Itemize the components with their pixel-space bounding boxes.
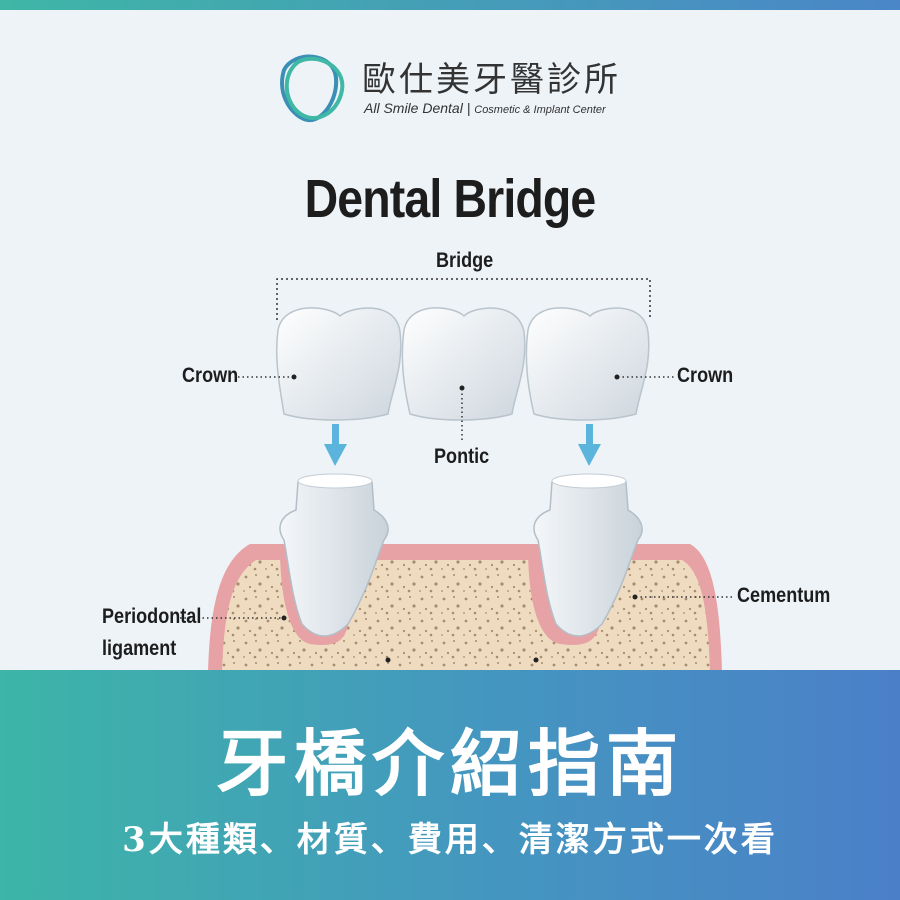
arrow-right-shaft	[586, 424, 593, 448]
cementum-dot	[632, 594, 638, 600]
label-pontic: Pontic	[434, 445, 490, 468]
arrow-left-shaft	[332, 424, 339, 448]
crown-left-shape	[275, 307, 402, 421]
label-cementum: Cementum	[737, 584, 831, 607]
banner-subtitle: 3大種類、材質、費用、清潔方式一次看	[122, 820, 778, 860]
label-ligament: ligament	[102, 637, 177, 660]
label-periodontal: Periodontal	[102, 605, 202, 628]
crown-right-dot	[614, 374, 620, 380]
clinic-name-en-text: All Smile Dental	[364, 100, 463, 116]
clinic-logo: 歐仕美牙醫診所 All Smile Dental | Cosmetic & Im…	[272, 48, 632, 128]
clinic-tagline: Cosmetic & Implant Center	[474, 104, 606, 116]
top-accent-bar	[0, 0, 900, 10]
crown-right-shape	[525, 307, 650, 421]
pontic-dot	[459, 385, 465, 391]
clinic-name-zh: 歐仕美牙醫診所	[362, 60, 621, 100]
down-arrows	[324, 424, 601, 466]
label-crown-right: Crown	[677, 364, 734, 387]
bone-dot-1	[385, 657, 391, 663]
pontic-shape	[401, 307, 526, 421]
bridge-crowns	[275, 307, 650, 421]
arrow-left-head	[324, 444, 347, 466]
logo-separator: |	[466, 100, 475, 116]
label-crown-left: Crown	[182, 364, 239, 387]
bridge-bracket	[276, 278, 651, 320]
crown-left-dot	[291, 374, 297, 380]
arrow-right-head	[578, 444, 601, 466]
bone-dot-2	[533, 657, 539, 663]
abutment-left-top	[297, 473, 373, 489]
banner-title: 牙橋介紹指南	[215, 721, 684, 806]
bottom-banner	[0, 670, 900, 900]
clinic-name-en: All Smile Dental | Cosmetic & Implant Ce…	[364, 100, 606, 116]
clinic-logo-icon	[280, 54, 345, 123]
label-bridge: Bridge	[436, 249, 494, 272]
abutment-right-top	[551, 473, 627, 489]
ligament-dot	[281, 615, 287, 621]
diagram-title: Dental Bridge	[304, 169, 597, 229]
